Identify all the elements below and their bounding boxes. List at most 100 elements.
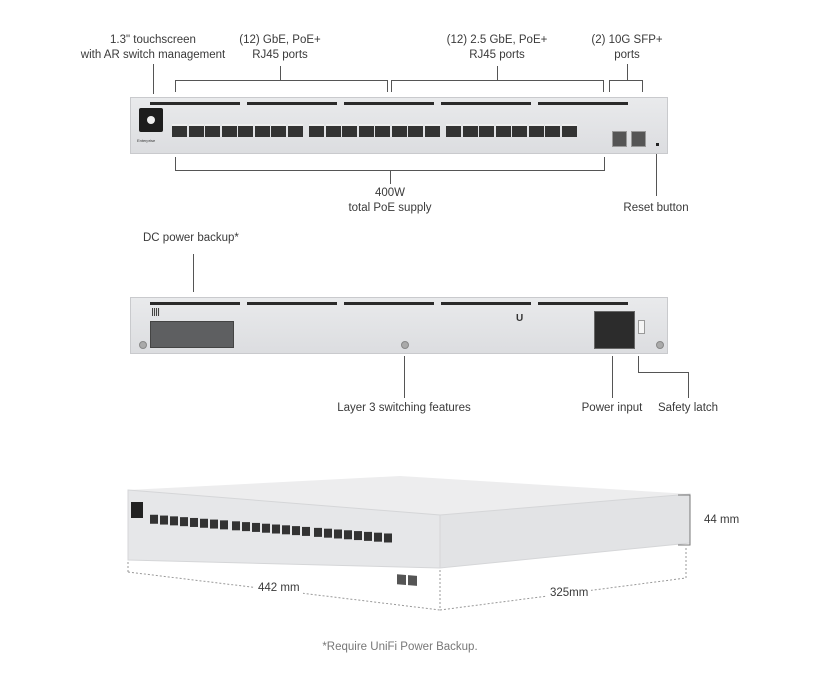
rj45-port [334,529,342,539]
leader-line [497,66,498,80]
rj45-port[interactable] [287,124,303,137]
leader-line [391,80,392,92]
vent-slot [344,302,434,305]
label-line: ports [614,49,640,61]
vent-slot [344,102,434,105]
leader-line [175,80,176,92]
qr-code [152,308,160,316]
rj45-port [314,527,322,537]
rj45-port[interactable] [205,124,220,137]
leader-line [387,80,388,92]
rj45-port[interactable] [512,124,527,137]
touchscreen[interactable] [139,108,163,132]
leader-line [612,356,613,398]
rj45-port [150,514,158,524]
label-line: 400W [374,187,406,199]
ubiquiti-logo: U [516,313,524,324]
rj45-port[interactable] [495,124,511,137]
rj45-port[interactable] [254,124,270,137]
rj45-port [232,521,240,531]
gbe-ports-label: (12) GbE, PoE+ RJ45 ports [220,33,340,63]
rj45-port [220,520,228,530]
layer3-label: Layer 3 switching features [337,402,471,414]
rj45-port [160,515,168,525]
leader-line [638,372,688,373]
leader-line [688,372,689,398]
height-dim-bracket [678,494,691,546]
safety-latch-label: Safety latch [657,402,719,414]
rj45-port[interactable] [309,124,324,137]
vent-slot [247,302,337,305]
rj45-port[interactable] [561,124,577,137]
label-line: RJ45 ports [252,49,308,61]
leader-line [638,356,639,373]
footnote: *Require UniFi Power Backup. [322,641,478,653]
label-line: total PoE supply [348,202,432,214]
rj45-port [364,531,372,541]
sfp-port[interactable] [631,131,646,147]
rj45-port [242,522,250,532]
label-line: (12) GbE, PoE+ [239,34,321,46]
leader-line [604,157,605,170]
rj45-port [354,531,362,541]
vent-slot [441,102,531,105]
leader-line [609,80,643,81]
vent-slot [150,302,240,305]
screw [401,341,409,349]
rj45-port [292,526,300,536]
rj45-port [170,516,178,526]
label-line: (2) 10G SFP+ [591,34,663,46]
rj45-port [324,528,332,538]
label-line: 1.3" touchscreen [110,34,196,46]
touchscreen-label: 1.3" touchscreen with AR switch managemen… [73,33,233,63]
rj45-port[interactable] [271,124,286,137]
safety-latch[interactable] [638,320,645,334]
rj45-port[interactable] [238,124,253,137]
vent-slot [150,102,240,105]
mgbe-ports-label: (12) 2.5 GbE, PoE+RJ45 ports [432,33,562,63]
rj45-port [374,532,382,542]
label-line: (12) 2.5 GbE, PoE+ [446,34,548,46]
rj45-port [180,517,188,527]
rj45-port[interactable] [342,124,357,137]
leader-line [603,80,604,92]
rj45-port [210,519,218,529]
rj45-port [252,522,260,532]
leader-line [656,150,657,196]
screw [139,341,147,349]
leader-line [404,356,405,398]
rj45-port[interactable] [446,124,461,137]
power-input-socket[interactable] [594,311,635,349]
rj45-port [262,523,270,533]
vent-slot [538,302,628,305]
rj45-ports [150,514,392,543]
rj45-port[interactable] [358,124,374,137]
rj45-port[interactable] [408,124,423,137]
rj45-port[interactable] [479,124,494,137]
rj45-port [302,526,310,536]
rj45-port[interactable] [172,124,187,137]
leader-line [175,157,176,170]
rj45-port[interactable] [462,124,478,137]
rj45-port[interactable] [188,124,204,137]
rj45-port[interactable] [391,124,407,137]
sfp-port[interactable] [612,131,627,147]
rj45-port [272,524,280,534]
rj45-port[interactable] [528,124,544,137]
rj45-port[interactable] [424,124,440,137]
power-input-label: Power input [581,402,643,414]
screw [656,341,664,349]
rj45-port[interactable] [375,124,390,137]
rj45-port [200,518,208,528]
width-dimension: 442 mm [255,581,303,596]
leader-line [193,254,194,292]
rj45-port[interactable] [221,124,237,137]
dc-backup-label: DC power backup* [143,232,239,244]
label-line: with AR switch management [80,49,226,61]
leader-line [609,80,610,92]
reset-button[interactable] [656,143,659,146]
rj45-port[interactable] [545,124,560,137]
leader-line [175,80,388,81]
rj45-port[interactable] [325,124,341,137]
